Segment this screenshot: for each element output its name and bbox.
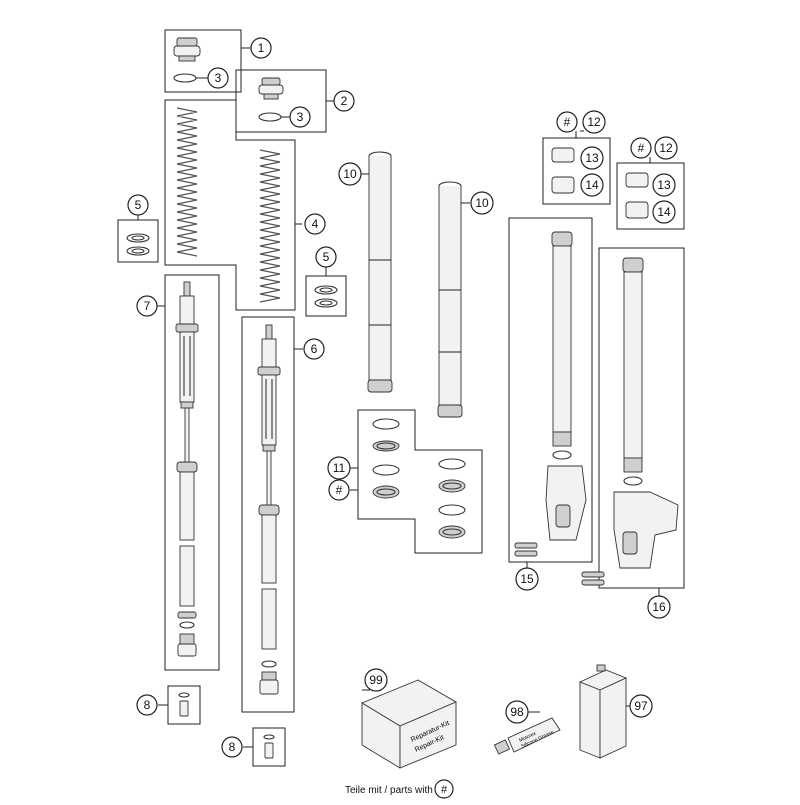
frame-outer-tube-16 — [598, 247, 685, 589]
frame-bushes-12b — [616, 162, 685, 230]
callout-5a-label: 5 — [135, 198, 142, 212]
frame-cap-1 — [164, 29, 242, 93]
fork-cap-2 — [258, 77, 284, 122]
callout-11-hash-label: # — [336, 483, 343, 497]
callout-14b-label: 14 — [657, 205, 671, 219]
callout-4-label: 4 — [312, 217, 319, 231]
frame-shims-5b — [305, 275, 347, 317]
cartridge-7 — [175, 281, 199, 657]
leader-lines — [137, 47, 660, 748]
callout-11-label: 11 — [333, 461, 346, 475]
shims-5a — [126, 233, 150, 256]
callout-98: 98 — [505, 700, 529, 724]
repair-kit-box: Reparatur-Kit Repair-Kit — [361, 679, 458, 769]
frame-cartridge-6 — [241, 316, 295, 713]
callout-8a: 8 — [136, 694, 158, 716]
callout-5a: 5 — [127, 194, 149, 216]
callout-16: 16 — [647, 595, 671, 619]
callout-97: 97 — [629, 694, 653, 718]
inner-tube-10b — [437, 181, 463, 418]
bushes-a — [551, 147, 575, 194]
fork-spring-right — [259, 149, 281, 303]
callout-14b: 14 — [652, 200, 676, 224]
parts-with-hash: # — [441, 784, 448, 796]
callouts: 1 3 2 3 4 5 5 7 6 8 8 10 10 11 # # 12 13… — [127, 37, 678, 758]
frame-bushings-11 — [357, 409, 483, 554]
callout-11-hash: # — [328, 479, 350, 501]
callout-99: 99 — [364, 668, 388, 692]
callout-13b: 13 — [652, 173, 676, 197]
group-frames — [117, 29, 685, 767]
frame-shims-5a — [117, 219, 159, 263]
frame-cap-2 — [235, 69, 327, 133]
callout-2: 2 — [333, 90, 355, 112]
frame-springs-4 — [164, 99, 296, 311]
callout-14a-label: 14 — [585, 178, 599, 192]
callout-7: 7 — [136, 295, 158, 317]
callout-10a: 10 — [338, 162, 362, 186]
callout-12a-label: 12 — [587, 115, 601, 129]
callout-5b: 5 — [315, 246, 337, 268]
callout-8b: 8 — [221, 736, 243, 758]
callout-6: 6 — [303, 338, 325, 360]
callout-3a: 3 — [207, 67, 229, 89]
parts-with-hash-circle — [434, 779, 454, 799]
valve-8a — [178, 692, 190, 717]
callout-3b: 3 — [289, 106, 311, 128]
callout-13a: 13 — [580, 146, 604, 170]
parts-with-note: Teile mit / parts with # — [345, 779, 454, 799]
callout-16-label: 16 — [652, 600, 666, 614]
callout-12b-hash-label: # — [638, 141, 645, 155]
frame-outer-tube-15 — [508, 217, 593, 563]
callout-12a: 12 — [582, 110, 606, 134]
callout-8b-label: 8 — [229, 740, 236, 754]
valve-8b — [263, 734, 275, 759]
bushes-b — [625, 172, 649, 219]
callout-7-label: 7 — [144, 299, 151, 313]
callout-3b-label: 3 — [297, 110, 304, 124]
callout-10b-label: 10 — [475, 196, 489, 210]
callout-97-label: 97 — [634, 699, 648, 713]
callout-12b-hash: # — [630, 137, 652, 159]
inner-tube-10a — [367, 151, 393, 393]
seal-kit-11 — [372, 418, 466, 539]
callout-13b-label: 13 — [657, 178, 671, 192]
grease-tube: Motorex Silicone Grease — [493, 717, 561, 755]
shims-5b — [314, 285, 338, 308]
callout-5b-label: 5 — [323, 250, 330, 264]
parts-illustrations: Reparatur-Kit Repair-Kit Motorex Silicon… — [126, 37, 679, 769]
callout-10b: 10 — [470, 191, 494, 215]
oil-can — [578, 664, 628, 759]
callout-4: 4 — [304, 213, 326, 235]
callout-12a-hash-label: # — [564, 115, 571, 129]
callout-14a: 14 — [580, 173, 604, 197]
callout-99-label: 99 — [369, 673, 383, 687]
frame-cartridge-7 — [164, 274, 220, 671]
callout-3a-label: 3 — [215, 71, 222, 85]
outer-tube-15 — [514, 231, 587, 557]
callout-1: 1 — [250, 37, 272, 59]
callout-12a-hash: # — [556, 111, 578, 133]
callout-12b-label: 12 — [659, 141, 673, 155]
frame-bushes-12a — [542, 137, 611, 205]
callout-12b: 12 — [654, 136, 678, 160]
callout-11: 11 — [327, 456, 351, 480]
cartridge-6 — [257, 324, 281, 695]
callout-6-label: 6 — [311, 342, 318, 356]
callout-15-label: 15 — [520, 572, 534, 586]
callout-98-label: 98 — [510, 705, 524, 719]
fork-cap-1 — [173, 37, 201, 83]
parts-with-text: Teile mit / parts with — [345, 785, 433, 796]
callout-13a-label: 13 — [585, 151, 599, 165]
callout-1-label: 1 — [258, 41, 265, 55]
fork-spring-left — [176, 107, 198, 257]
callout-10a-label: 10 — [343, 167, 357, 181]
callout-15: 15 — [515, 567, 539, 591]
outer-tube-16 — [581, 257, 679, 586]
callout-8a-label: 8 — [144, 698, 151, 712]
callout-2-label: 2 — [341, 94, 348, 108]
